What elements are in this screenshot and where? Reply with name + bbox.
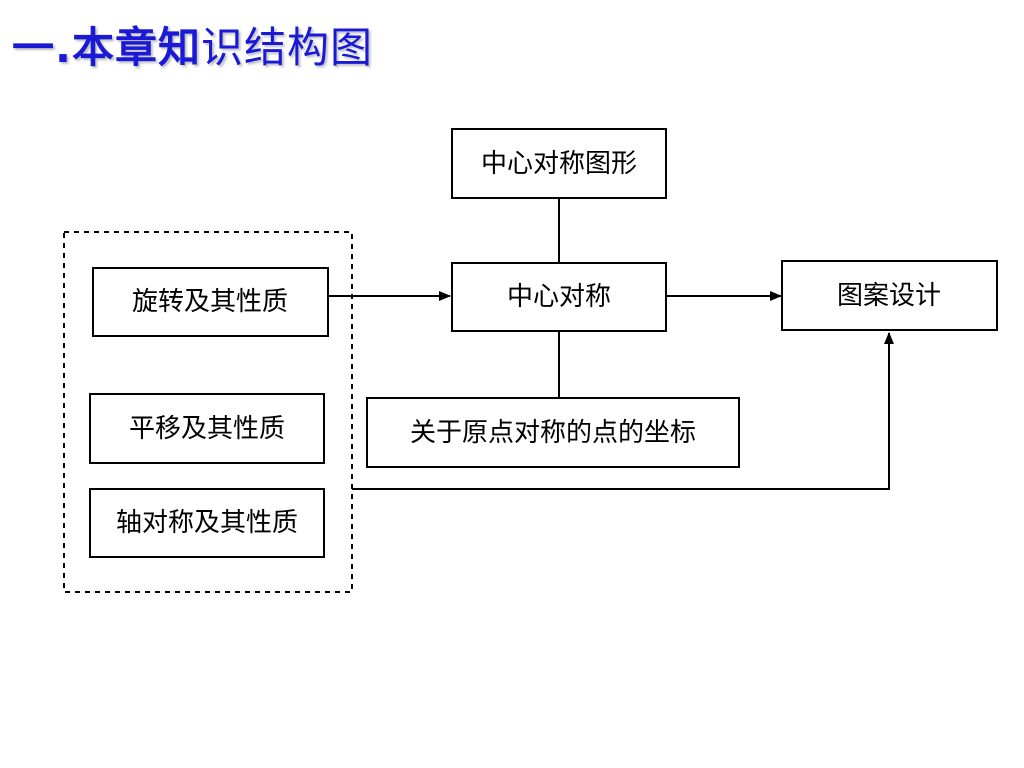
title-prefix: 一.: [12, 23, 72, 72]
node-pattern-design-label: 图案设计: [837, 281, 941, 311]
title-bold: 本章知: [71, 23, 201, 72]
node-pattern-design: 图案设计: [781, 260, 998, 331]
node-origin-coords: 关于原点对称的点的坐标: [366, 397, 740, 468]
node-origin-coords-label: 关于原点对称的点的坐标: [410, 418, 696, 448]
node-central-figure-label: 中心对称图形: [481, 149, 637, 179]
page-title: 一.本章知识结构图: [12, 14, 373, 75]
transformations-group: [63, 231, 353, 593]
node-rotation: 旋转及其性质: [92, 267, 329, 337]
node-translation: 平移及其性质: [89, 393, 325, 464]
node-translation-label: 平移及其性质: [129, 414, 285, 444]
edge-group-to-pattern-design: [352, 332, 894, 490]
node-central-symmetry: 中心对称: [451, 262, 667, 332]
title-rest: 识结构图: [200, 23, 373, 72]
node-axial-symmetry: 轴对称及其性质: [89, 488, 325, 558]
node-rotation-label: 旋转及其性质: [132, 287, 288, 317]
node-central-symmetry-label: 中心对称: [507, 282, 611, 312]
node-central-figure: 中心对称图形: [451, 128, 667, 199]
node-axial-symmetry-label: 轴对称及其性质: [116, 508, 298, 538]
